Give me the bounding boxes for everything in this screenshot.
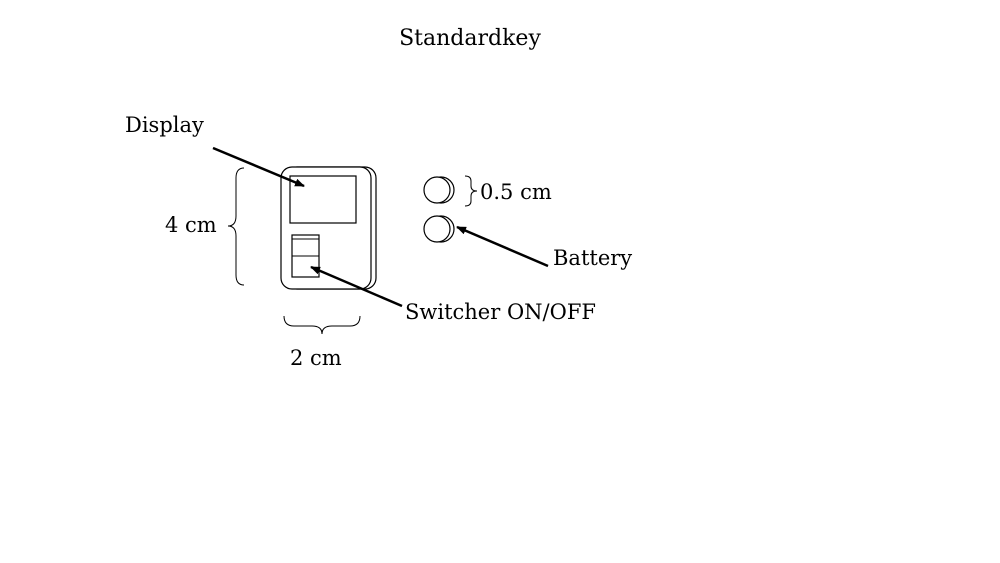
battery-size-label: 0.5 cm: [480, 180, 552, 204]
width-brace: [283, 315, 361, 335]
width-label: 2 cm: [290, 346, 342, 370]
height-label: 4 cm: [165, 213, 217, 237]
battery-size-brace: [464, 175, 478, 207]
display-label: Display: [125, 113, 204, 137]
battery-top-front: [423, 176, 451, 204]
display-window: [289, 175, 357, 224]
key-body-front: [280, 166, 372, 290]
switcher-arrow: [310, 265, 403, 308]
battery-label: Battery: [553, 246, 632, 270]
display-arrow: [212, 146, 305, 188]
key-device: [280, 166, 377, 290]
battery-arrow: [456, 225, 549, 268]
diagram-title: Standardkey: [399, 26, 541, 51]
switcher-label: Switcher ON/OFF: [405, 300, 596, 324]
battery-bottom-front: [423, 215, 451, 243]
batteries: [423, 176, 455, 243]
height-brace: [227, 167, 245, 286]
